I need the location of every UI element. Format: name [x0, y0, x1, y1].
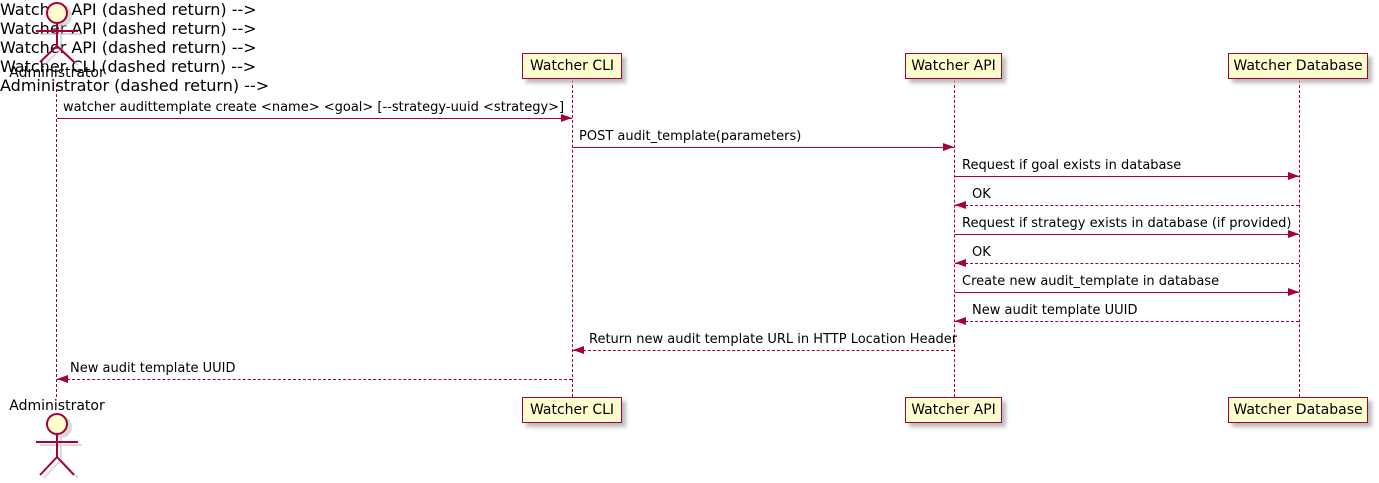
- arrowhead-right-icon: [1288, 172, 1299, 180]
- participant-label: Watcher CLI: [529, 58, 615, 74]
- arrowhead-left-icon: [955, 201, 966, 209]
- arrowhead-left-icon: [955, 317, 966, 325]
- participant-watcher-cli-bottom: Watcher CLI: [522, 397, 622, 423]
- message-line: [573, 147, 954, 148]
- message-text: Create new audit_template in database: [962, 274, 1220, 289]
- actor-icon: [36, 2, 82, 65]
- participant-label: Watcher API: [911, 58, 996, 74]
- message-text: Return new audit template URL in HTTP Lo…: [589, 332, 958, 347]
- message-text: OK: [972, 245, 991, 260]
- message-line: [955, 176, 1299, 177]
- lifeline-administrator: [56, 84, 57, 397]
- message-text: watcher audittemplate create <name> <goa…: [63, 100, 565, 115]
- participant-watcher-api-bottom: Watcher API: [905, 397, 1002, 423]
- participant-label: Watcher Database: [1233, 58, 1363, 74]
- actor-administrator-top: Administrator: [9, 65, 105, 81]
- arrowhead-left-icon: [573, 346, 584, 354]
- participant-label: Watcher API: [911, 402, 996, 418]
- participant-watcher-database-bottom: Watcher Database: [1228, 397, 1368, 423]
- message-text: New audit template UUID: [70, 361, 236, 376]
- participant-label: Watcher Database: [1233, 402, 1363, 418]
- message-line: [955, 263, 1299, 264]
- message-line: [573, 350, 954, 351]
- message-line: [955, 205, 1299, 206]
- message-line: [955, 321, 1299, 322]
- message-line: [57, 118, 572, 119]
- lifeline-watcher-cli: [572, 80, 573, 397]
- message-text: Request if strategy exists in database (…: [962, 216, 1292, 231]
- lifeline-watcher-database: [1299, 80, 1300, 397]
- participant-watcher-api-top: Watcher API: [905, 53, 1002, 79]
- message-line: [955, 234, 1299, 235]
- message-text: Request if goal exists in database: [962, 158, 1182, 173]
- participant-watcher-database-top: Watcher Database: [1228, 53, 1368, 79]
- arrowhead-right-icon: [1288, 288, 1299, 296]
- participant-watcher-cli-top: Watcher CLI: [522, 53, 622, 79]
- arrowhead-right-icon: [561, 114, 572, 122]
- actor-icon: [36, 413, 82, 479]
- actor-administrator-bottom: Administrator: [9, 398, 105, 414]
- message-text: POST audit_template(parameters): [579, 129, 802, 144]
- arrowhead-right-icon: [943, 143, 954, 151]
- message-text: New audit template UUID: [972, 303, 1138, 318]
- lifeline-watcher-api: [954, 80, 955, 397]
- arrowhead-right-icon: [1288, 230, 1299, 238]
- arrowhead-left-icon: [57, 375, 68, 383]
- message-line: [57, 379, 572, 380]
- message-line: [955, 292, 1299, 293]
- message-text: OK: [972, 187, 991, 202]
- participant-label: Watcher CLI: [529, 402, 615, 418]
- arrowhead-left-icon: [955, 259, 966, 267]
